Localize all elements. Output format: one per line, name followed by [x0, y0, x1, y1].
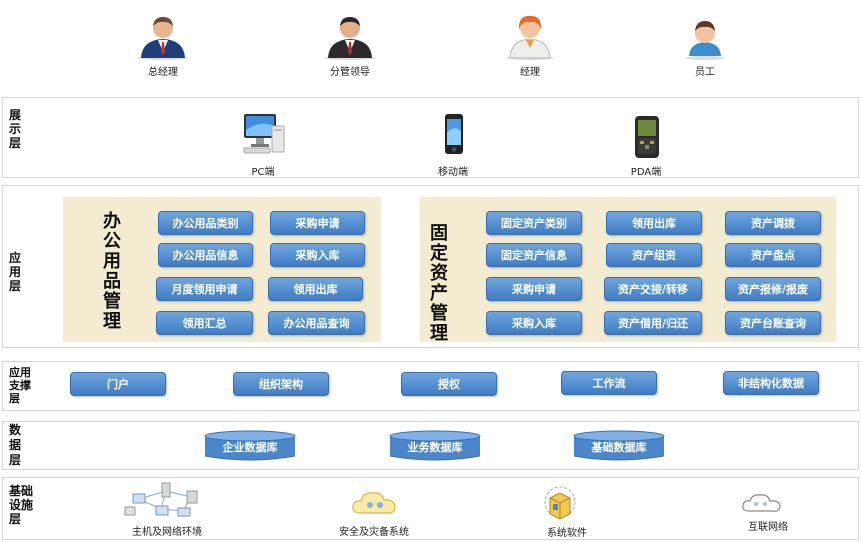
database-label: 企业数据库: [222, 441, 278, 454]
asset-ledger-query-button[interactable]: 资产台账查询: [725, 311, 821, 335]
asset-group-button[interactable]: 资产组资: [606, 243, 702, 267]
office-query-button[interactable]: 办公用品查询: [268, 311, 365, 335]
authorization-button[interactable]: 授权: [401, 372, 497, 396]
female-manager-icon: [506, 15, 554, 60]
asset-purchase-request-button[interactable]: 采购申请: [486, 277, 582, 301]
infrastructure-label: 系统软件: [547, 528, 587, 539]
office-monthly-request-button[interactable]: 月度领用申请: [156, 277, 253, 301]
network-hosts-icon: [124, 482, 198, 517]
software-box-icon: [544, 486, 576, 520]
device-label: PDA端: [630, 167, 662, 178]
infrastructure-label: 安全及灾备系统: [339, 527, 409, 538]
role-label: 员工: [695, 67, 715, 78]
mobile-phone-icon: [445, 114, 463, 154]
infrastructure-layer-band: [2, 477, 859, 540]
support-layer-label: 应用支撑层: [9, 366, 31, 405]
database-label: 业务数据库: [407, 441, 463, 454]
org-structure-button[interactable]: 组织架构: [233, 372, 329, 396]
application-layer-label: 应用层: [9, 251, 22, 293]
database-cylinder-icon: [204, 430, 296, 461]
office-info-button[interactable]: 办公用品信息: [158, 243, 253, 267]
staff-person-icon: [685, 21, 725, 60]
display-layer-label: 展示层: [9, 108, 22, 150]
role-general-manager: 总经理: [118, 12, 208, 78]
office-issue-out-button[interactable]: 领用出库: [268, 277, 363, 301]
workflow-button[interactable]: 工作流: [561, 371, 657, 395]
office-supplies-title: 办公用品管理: [103, 211, 121, 332]
infrastructure-label: 主机及网络环境: [132, 527, 202, 538]
enterprise-database: 企业数据库: [204, 430, 296, 462]
office-purchase-stockin-button[interactable]: 采购入库: [270, 243, 365, 267]
infrastructure-label: 互联网络: [748, 522, 788, 533]
office-category-button[interactable]: 办公用品类别: [158, 211, 253, 235]
role-label: 分管领导: [330, 67, 370, 78]
database-label: 基础数据库: [591, 441, 647, 454]
role-staff: 员工: [660, 12, 750, 78]
display-layer-band: [2, 97, 859, 178]
fixed-asset-title: 固定资产管理: [430, 223, 448, 344]
asset-category-button[interactable]: 固定资产类别: [486, 211, 582, 235]
leader-person-icon: [324, 17, 376, 60]
asset-inventory-button[interactable]: 资产盘点: [725, 243, 821, 267]
asset-borrow-return-button[interactable]: 资产借用/归还: [604, 311, 702, 335]
role-manager: 经理: [485, 12, 575, 78]
infrastructure-layer-label: 基础设施层: [9, 484, 34, 526]
asset-transfer-button[interactable]: 资产调拨: [725, 211, 821, 235]
database-cylinder-icon: [573, 430, 665, 461]
pc-monitor-icon: [243, 114, 285, 154]
asset-repair-scrap-button[interactable]: 资产报修/报废: [725, 277, 821, 301]
office-purchase-request-button[interactable]: 采购申请: [270, 211, 365, 235]
office-usage-summary-button[interactable]: 领用汇总: [156, 311, 253, 335]
device-label: PC端: [251, 167, 275, 178]
role-label: 总经理: [148, 67, 178, 78]
database-cylinder-icon: [389, 430, 481, 461]
pda-device-icon: [635, 116, 659, 158]
portal-button[interactable]: 门户: [70, 372, 166, 396]
unstructured-data-button[interactable]: 非结构化数据: [723, 371, 819, 395]
manager-person-icon: [137, 17, 189, 60]
data-layer-label: 数据层: [9, 423, 22, 467]
role-label: 经理: [520, 67, 540, 78]
asset-handover-button[interactable]: 资产交接/转移: [604, 277, 702, 301]
internet-cloud-icon: [742, 494, 781, 512]
role-division-leader: 分管领导: [305, 12, 395, 78]
business-database: 业务数据库: [389, 430, 481, 462]
cloud-backup-icon: [352, 492, 396, 514]
asset-issue-out-button[interactable]: 领用出库: [606, 211, 702, 235]
device-label: 移动端: [438, 167, 468, 178]
asset-purchase-stockin-button[interactable]: 采购入库: [486, 311, 582, 335]
asset-info-button[interactable]: 固定资产信息: [486, 243, 582, 267]
base-database: 基础数据库: [573, 430, 665, 462]
